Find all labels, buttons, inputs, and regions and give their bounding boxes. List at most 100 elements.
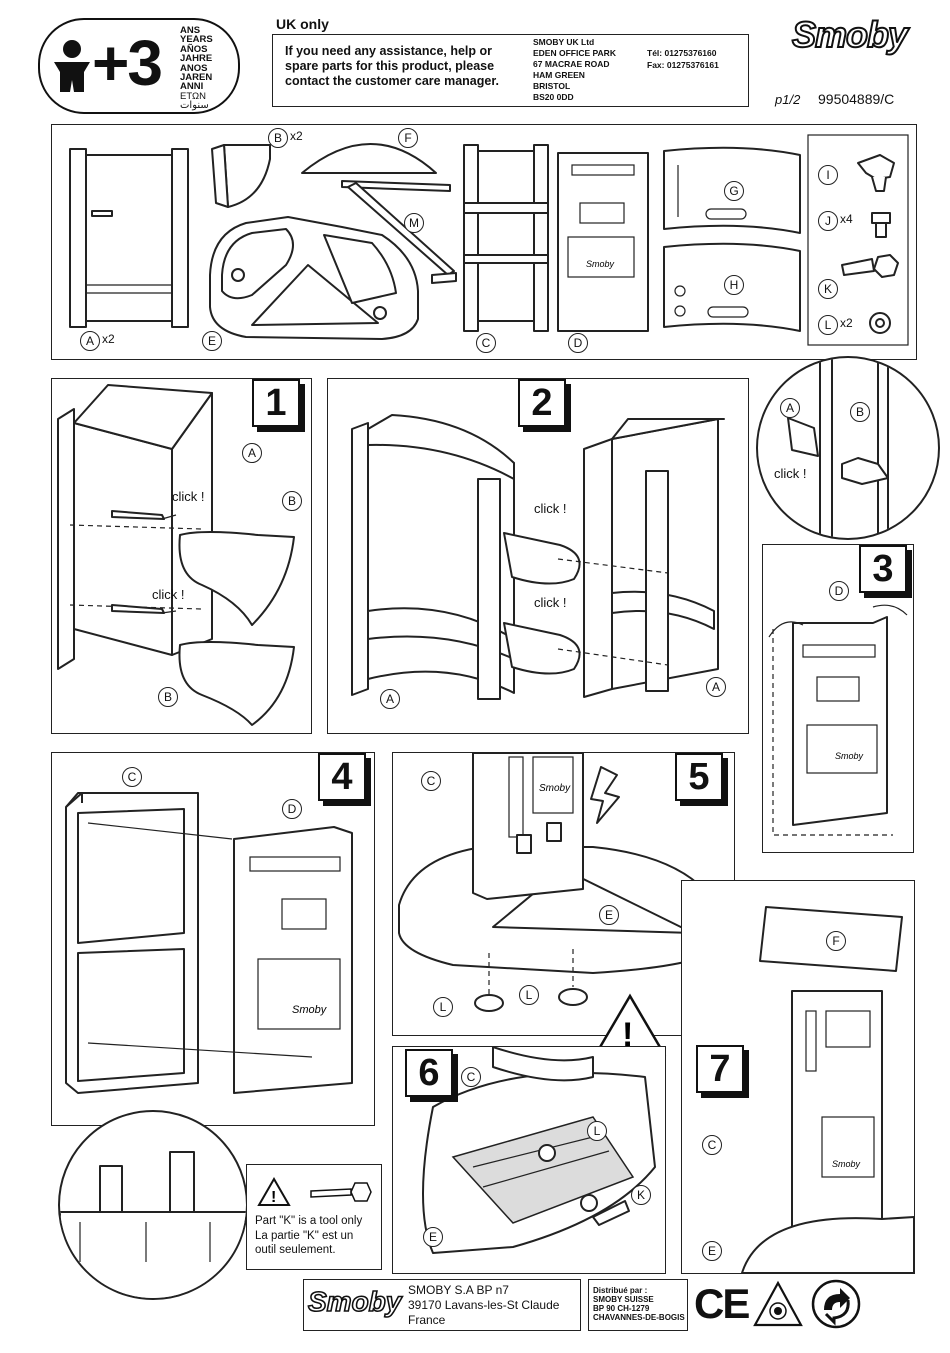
step-5-drawing: Smoby — [398, 753, 722, 1012]
step-6-label-k: K — [631, 1185, 651, 1205]
uk-contact-box: If you need any assistance, help or spar… — [272, 34, 749, 107]
distributor-text: Distribué par :SMOBY SUISSE BP 90 CH-127… — [593, 1286, 685, 1322]
part-label-l: L — [818, 315, 838, 335]
step-6-number: 6 — [405, 1049, 453, 1097]
parts-drawing: Smoby — [69, 134, 909, 346]
part-label-g: G — [724, 181, 744, 201]
part-qty-b: x2 — [290, 129, 303, 143]
step-2-click-top: click ! — [534, 501, 567, 516]
part-b-drawing — [211, 144, 271, 208]
recycle-icon — [811, 1279, 861, 1329]
part-f-drawing — [301, 143, 437, 174]
step-5-number: 5 — [675, 753, 723, 801]
step-4-drawing: Smoby — [65, 792, 353, 1094]
svg-text:!: ! — [622, 1016, 633, 1054]
step-3-number: 3 — [859, 545, 907, 593]
step-5-panel: Smoby 5 C E L L — [392, 752, 735, 1036]
part-label-i: I — [818, 165, 838, 185]
footer-company: SMOBY S.A BP n7 — [408, 1283, 509, 1297]
step-6-drawing — [422, 1047, 656, 1254]
step-3-label-d: D — [829, 581, 849, 601]
step-3-panel: Smoby 3 D — [762, 544, 914, 853]
part-label-k: K — [818, 279, 838, 299]
parts-panel: Smoby — [51, 124, 917, 360]
uk-only-title: UK only — [276, 16, 329, 32]
step-5-label-l-left: L — [433, 997, 453, 1017]
step-7-number: 7 — [696, 1045, 744, 1093]
part-d-drawing: Smoby — [557, 152, 649, 332]
part-label-d: D — [568, 333, 588, 353]
detail-label-b: B — [850, 402, 870, 422]
step-4-label-d: D — [282, 799, 302, 819]
step-1-panel: 1 A B B click ! click ! — [51, 378, 312, 734]
step-7-label-e: E — [702, 1241, 722, 1261]
step-1-label-b-bottom: B — [158, 687, 178, 707]
detail-circle-clips — [58, 1110, 248, 1300]
warning-icon: ! — [257, 1177, 291, 1206]
step-7-label-f: F — [826, 931, 846, 951]
step-6-label-l: L — [587, 1121, 607, 1141]
step-5-label-c: C — [421, 771, 441, 791]
step-2-drawing — [351, 414, 725, 700]
svg-text:Smoby: Smoby — [832, 1159, 861, 1169]
product-reference: 99504889/C — [818, 91, 895, 107]
svg-text:Smoby: Smoby — [292, 1004, 328, 1016]
part-label-c: C — [476, 333, 496, 353]
detail-click: click ! — [774, 466, 807, 481]
footer-distributor-box: Distribué par :SMOBY SUISSE BP 90 CH-127… — [588, 1279, 688, 1331]
step-2-number: 2 — [518, 379, 566, 427]
svg-text:Smoby: Smoby — [586, 259, 615, 269]
step-1-label-a: A — [242, 443, 262, 463]
footer-company-box: Smoby SMOBY S.A BP n7 39170 Lavans-les-S… — [303, 1279, 581, 1331]
step-6-label-c: C — [461, 1067, 481, 1087]
step-2-label-a-right: A — [706, 677, 726, 697]
uk-fax: Fax: 01275376161 — [647, 60, 719, 70]
step-3-drawing: Smoby — [768, 604, 908, 836]
step-1-number: 1 — [252, 379, 300, 427]
part-qty-l: x2 — [840, 316, 853, 330]
part-label-f: F — [398, 128, 418, 148]
part-qty-j: x4 — [840, 212, 853, 226]
footer-country: France — [408, 1313, 446, 1327]
svg-text:Smoby: Smoby — [539, 783, 571, 794]
brand-logo: Smoby — [791, 13, 909, 56]
part-label-a: A — [80, 331, 100, 351]
uk-tel: Tél: 01275376160 — [647, 48, 717, 58]
part-c-drawing — [463, 144, 549, 332]
step-1-click-top: click ! — [172, 489, 205, 504]
part-i-drawing — [857, 154, 895, 192]
part-l-drawing — [869, 312, 891, 334]
step-6-panel: 6 C L K E — [392, 1046, 666, 1274]
svg-text:!: ! — [271, 1189, 276, 1206]
tool-note-box: ! Part "K" is a tool only La partie "K" … — [246, 1164, 382, 1270]
step-4-label-c: C — [122, 767, 142, 787]
part-label-e: E — [202, 331, 222, 351]
child-icon — [54, 40, 90, 92]
step-5-label-l-right: L — [519, 985, 539, 1005]
step-4-number: 4 — [318, 753, 366, 801]
step-1-label-b-top: B — [282, 491, 302, 511]
step-5-label-e: E — [599, 905, 619, 925]
part-m-drawing — [341, 180, 457, 284]
part-label-m: M — [404, 213, 424, 233]
lion-triangle-icon — [753, 1280, 803, 1327]
step-1-click-bottom: click ! — [152, 587, 185, 602]
svg-text:Smoby: Smoby — [835, 751, 864, 761]
assistance-text: If you need any assistance, help or spar… — [285, 44, 499, 88]
part-label-j: J — [818, 211, 838, 231]
step-6-label-e: E — [423, 1227, 443, 1247]
part-label-h: H — [724, 275, 744, 295]
step-2-panel: 2 A A click ! click ! — [327, 378, 749, 734]
detail-label-a: A — [780, 398, 800, 418]
footer-brand-logo: Smoby — [307, 1285, 402, 1318]
step-2-click-bottom: click ! — [534, 595, 567, 610]
step-7-panel: Smoby 7 F C E — [681, 880, 915, 1274]
step-7-label-c: C — [702, 1135, 722, 1155]
ce-mark: CE — [694, 1280, 750, 1327]
step-4-panel: Smoby 4 C D — [51, 752, 375, 1126]
part-qty-a: x2 — [102, 332, 115, 346]
part-label-b: B — [268, 128, 288, 148]
